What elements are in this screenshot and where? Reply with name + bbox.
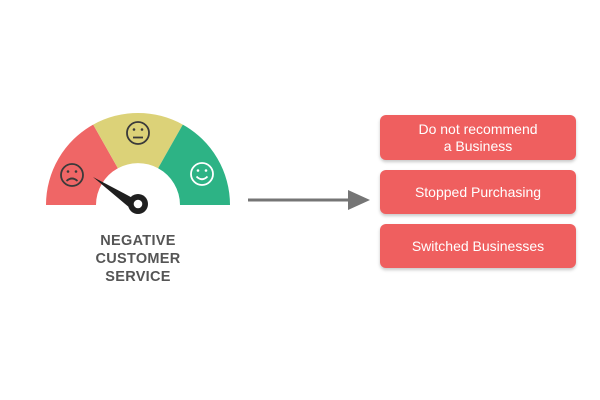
sad-face-icon <box>60 163 84 187</box>
happy-face-icon <box>190 162 214 186</box>
outcome-box-stopped-purchasing: Stopped Purchasing <box>380 170 576 214</box>
outcome-text: Stopped Purchasing <box>414 183 542 200</box>
outcome-text: Switched Businesses <box>411 237 545 254</box>
flow-arrow <box>248 190 370 210</box>
outcome-text: Do not recommend <box>418 120 538 137</box>
outcome-box-switched-businesses: Switched Businesses <box>380 224 576 268</box>
gauge-segment-positive <box>158 124 231 205</box>
outcome-text: a Business <box>443 137 513 154</box>
gauge-label-line: CUSTOMER <box>95 251 181 267</box>
gauge-label: NEGATIVE CUSTOMER SERVICE <box>80 232 196 286</box>
gauge-segment-neutral <box>93 112 183 169</box>
neutral-face-icon <box>126 121 150 145</box>
outcome-box-no-recommend: Do not recommend a Business <box>380 115 576 160</box>
gauge-label-line: NEGATIVE <box>100 233 176 249</box>
gauge-label-line: SERVICE <box>105 269 171 285</box>
gauge-needle <box>93 177 148 214</box>
satisfaction-gauge <box>45 112 231 214</box>
gauge-segment-negative <box>45 124 118 205</box>
